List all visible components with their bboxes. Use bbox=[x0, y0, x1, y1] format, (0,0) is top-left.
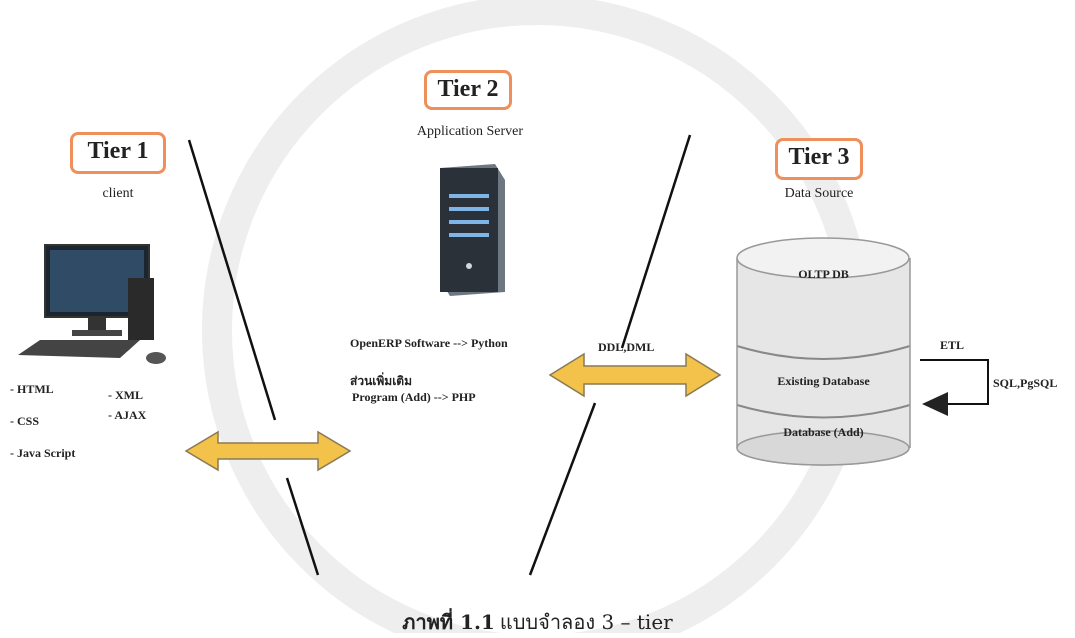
tier2-box: Tier 2 bbox=[424, 70, 512, 110]
db-label-add: Database (Add) bbox=[783, 425, 864, 439]
client-tech-javascript: - Java Script bbox=[10, 446, 76, 460]
divider-line-right-lower bbox=[528, 402, 597, 576]
etl-loop-arrow-icon bbox=[920, 359, 989, 416]
db-label-existing: Existing Database bbox=[777, 374, 870, 388]
tier3-title: Tier 3 bbox=[788, 144, 850, 170]
tier3-box: Tier 3 bbox=[775, 138, 863, 180]
caption-prefix: ภาพที่ 1.1 bbox=[402, 610, 495, 634]
divider-line-right-upper bbox=[620, 134, 692, 349]
double-arrow-right-icon bbox=[548, 352, 722, 398]
divider-line-left-upper bbox=[187, 139, 277, 421]
client-tech-html: - HTML bbox=[10, 382, 54, 396]
ddl-dml-label: DDL,DML bbox=[598, 340, 655, 354]
server-tower-icon bbox=[440, 164, 505, 296]
db-label-oltp: OLTP DB bbox=[798, 267, 849, 281]
sql-label: SQL,PgSQL bbox=[993, 376, 1058, 390]
caption-text: แบบจำลอง 3 – tier bbox=[499, 610, 673, 634]
double-arrow-left-icon bbox=[184, 430, 352, 472]
database-cylinder-icon bbox=[736, 237, 911, 466]
client-tech-xml: - XML bbox=[108, 388, 143, 402]
tier2-title: Tier 2 bbox=[437, 76, 499, 102]
client-tech-ajax: - AJAX bbox=[108, 408, 147, 422]
client-tech-css: - CSS bbox=[10, 414, 40, 428]
server-text-additional: ส่วนเพิ่มเติม bbox=[350, 374, 412, 388]
tier1-box: Tier 1 bbox=[70, 132, 166, 174]
divider-line-left-lower bbox=[285, 477, 320, 576]
tier2-subtitle: Application Server bbox=[416, 124, 524, 139]
etl-label: ETL bbox=[940, 338, 965, 352]
server-text-program: Program (Add) --> PHP bbox=[352, 390, 476, 404]
desktop-computer-icon bbox=[18, 244, 166, 364]
tier3-subtitle: Data Source bbox=[784, 186, 854, 201]
figure-caption: ภาพที่ 1.1 แบบจำลอง 3 – tier bbox=[0, 606, 1075, 638]
server-text-openerp: OpenERP Software --> Python bbox=[350, 336, 508, 350]
tier1-subtitle: client bbox=[102, 186, 134, 201]
tier1-title: Tier 1 bbox=[87, 138, 149, 164]
